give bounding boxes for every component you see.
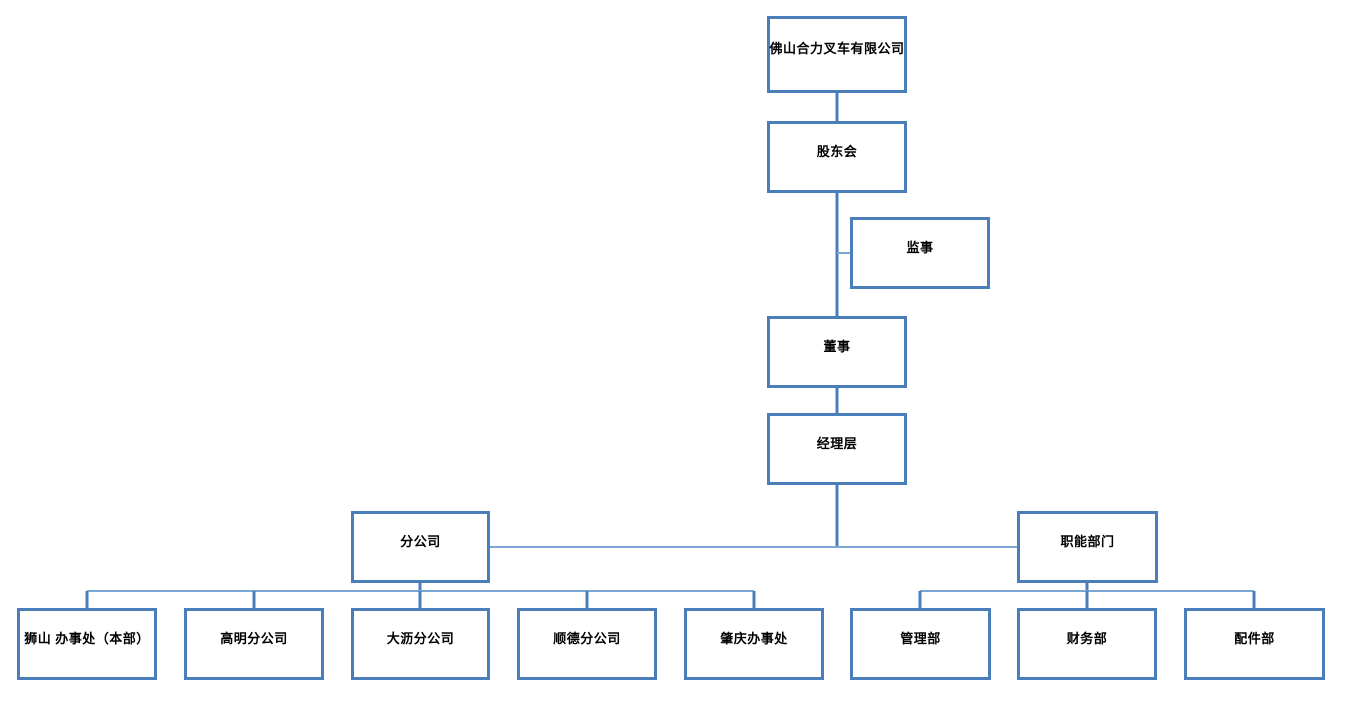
node-management-layer[interactable]: 经理层 — [767, 413, 907, 485]
node-branch-shishan-label: 狮山 办事处（本部） — [24, 630, 150, 646]
node-branch-dali[interactable]: 大沥分公司 — [351, 608, 490, 680]
node-shareholders-meeting[interactable]: 股东会 — [767, 121, 907, 193]
node-branch-gaoming-label: 高明分公司 — [220, 630, 288, 646]
node-branch-zhaoqing[interactable]: 肇庆办事处 — [684, 608, 824, 680]
node-dept-parts[interactable]: 配件部 — [1184, 608, 1325, 680]
node-branch-shunde-label: 顺德分公司 — [553, 630, 621, 646]
node-dept-parts-label: 配件部 — [1234, 630, 1275, 646]
node-branch-dali-label: 大沥分公司 — [386, 630, 455, 646]
node-director[interactable]: 董事 — [767, 316, 907, 388]
node-management-layer-label: 经理层 — [816, 435, 858, 451]
node-function-group-label: 职能部门 — [1060, 533, 1115, 549]
node-director-label: 董事 — [823, 338, 851, 354]
node-company-label: 佛山合力叉车有限公司 — [769, 41, 905, 57]
node-branch-group[interactable]: 分公司 — [351, 511, 490, 583]
node-supervisor[interactable]: 监事 — [850, 217, 990, 289]
node-dept-management[interactable]: 管理部 — [850, 608, 991, 680]
node-branch-gaoming[interactable]: 高明分公司 — [184, 608, 324, 680]
node-dept-management-label: 管理部 — [900, 630, 941, 646]
node-dept-finance-label: 财务部 — [1066, 630, 1108, 646]
node-branch-zhaoqing-label: 肇庆办事处 — [720, 630, 788, 646]
node-branch-group-label: 分公司 — [400, 533, 441, 549]
node-branch-shishan[interactable]: 狮山 办事处（本部） — [17, 608, 157, 680]
node-branch-shunde[interactable]: 顺德分公司 — [517, 608, 657, 680]
node-supervisor-label: 监事 — [906, 239, 934, 255]
node-dept-finance[interactable]: 财务部 — [1017, 608, 1157, 680]
node-shareholders-meeting-label: 股东会 — [816, 143, 858, 159]
node-function-group[interactable]: 职能部门 — [1017, 511, 1158, 583]
node-company[interactable]: 佛山合力叉车有限公司 — [767, 16, 907, 93]
